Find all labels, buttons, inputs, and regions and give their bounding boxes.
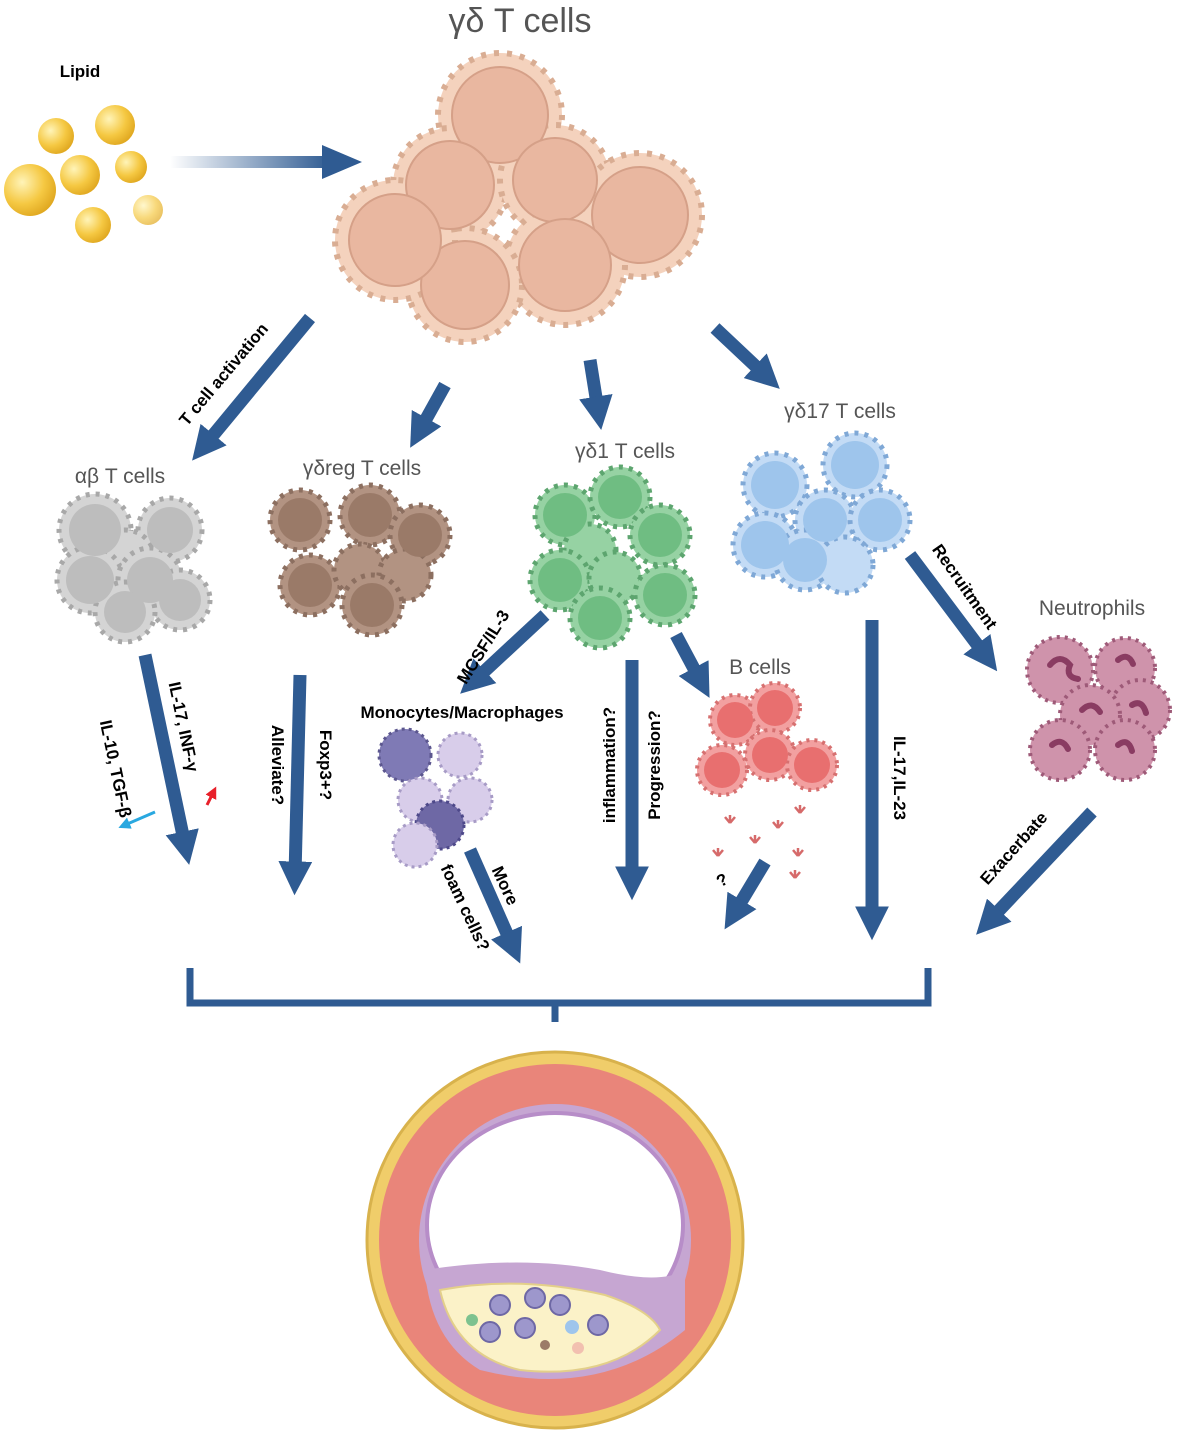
label-alleviate: Alleviate? xyxy=(268,725,287,805)
arrow-exacerbate xyxy=(976,807,1097,935)
arrow-b-cells-down xyxy=(724,858,771,930)
label-foxp3: Foxp3+? xyxy=(316,730,335,800)
label-gd17-t-cells: γδ17 T cells xyxy=(784,400,896,423)
lipid-arrow xyxy=(170,145,362,179)
arrow-mcsf xyxy=(460,610,550,694)
label-il10-tgf: IL-10, TGF-β xyxy=(96,718,135,819)
label-neutrophils: Neutrophils xyxy=(1039,597,1145,620)
label-alpha-beta-t-cells: αβ T cells xyxy=(75,465,165,488)
diagram-title: γδ T cells xyxy=(449,2,592,40)
label-gd1-t-cells: γδ1 T cells xyxy=(575,440,675,463)
top-arrows xyxy=(192,313,780,461)
lipid-label: Lipid xyxy=(60,62,101,81)
gamma-delta-t-cell-nuclei xyxy=(348,66,689,330)
label-progression: Progression? xyxy=(645,710,664,820)
arrow-foam-cells xyxy=(464,847,522,964)
artery-cross-section xyxy=(365,1050,745,1430)
label-inflammation: inflammation? xyxy=(600,707,619,823)
arrow-gd-reg-down xyxy=(278,674,313,896)
label-monocytes: Monocytes/Macrophages xyxy=(360,703,563,722)
lipid-droplets xyxy=(4,105,163,243)
antibodies xyxy=(712,805,806,879)
arrow-alpha-beta-down xyxy=(138,653,199,865)
decrease-arrow xyxy=(118,810,156,829)
label-question: ? xyxy=(713,869,731,891)
neutrophil-cluster xyxy=(1025,635,1172,782)
label-b-cells: B cells xyxy=(729,656,791,679)
label-gd-reg-t-cells: γδreg T cells xyxy=(303,457,421,480)
arrow-b-cells xyxy=(670,631,710,698)
monocyte-cluster xyxy=(377,727,494,869)
arrow-recruitment xyxy=(904,551,998,672)
label-il17-il23: IL-17,IL-23 xyxy=(890,736,909,820)
converging-brace xyxy=(186,968,932,1022)
increase-arrow xyxy=(205,786,217,806)
